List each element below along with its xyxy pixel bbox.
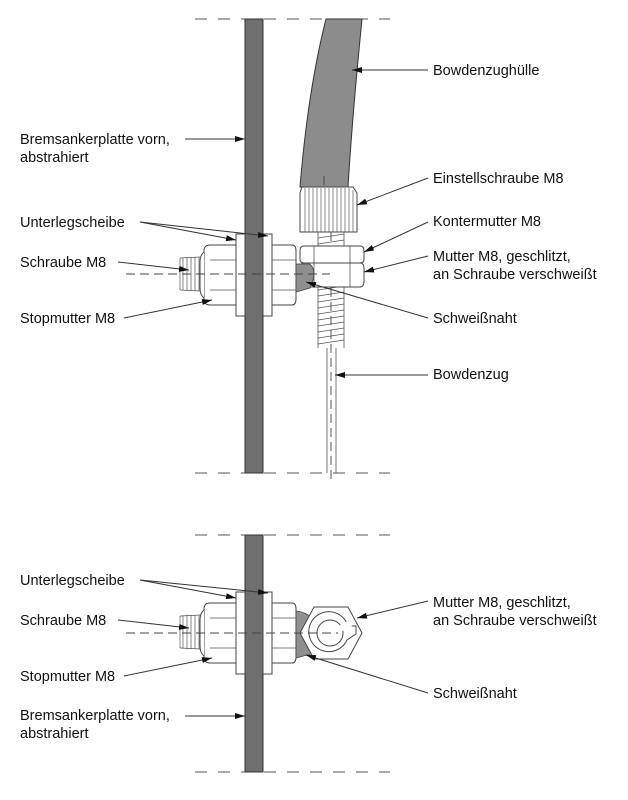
brake-anchor-plate <box>244 18 264 474</box>
bottom-view <box>126 534 390 773</box>
label-slotted-nut-1: Mutter M8, geschlitzt, <box>433 249 571 265</box>
bottom-annotations: Unterlegscheibe Schraube M8 Mutter M8, g… <box>20 573 597 742</box>
washer-right <box>262 233 273 317</box>
label-slotted-nut-2a: Mutter M8, geschlitzt, <box>433 595 571 611</box>
bolt-head-nut <box>271 244 297 306</box>
label-stop-nut: Stopmutter M8 <box>20 311 115 327</box>
label-cable: Bowdenzug <box>433 367 509 383</box>
lock-nut <box>299 245 365 264</box>
bowden-cable <box>326 348 337 473</box>
label-slotted-nut-2b: an Schraube verschweißt <box>433 613 597 629</box>
label-washer-2: Unterlegscheibe <box>20 573 125 589</box>
label-bolt: Schraube M8 <box>20 255 106 271</box>
cable-housing <box>299 18 363 188</box>
bolt-thread-2 <box>179 614 201 650</box>
adjusting-screw <box>299 186 358 233</box>
top-view <box>126 18 390 480</box>
brake-anchor-plate-2 <box>244 534 264 773</box>
washer-left <box>235 233 246 317</box>
label-weld: Schweißnaht <box>433 311 517 327</box>
label-slotted-nut-2: an Schraube verschweißt <box>433 267 597 283</box>
label-lock-nut: Kontermutter M8 <box>433 214 541 230</box>
stop-nut <box>199 244 237 306</box>
label-adjust-screw: Einstellschraube M8 <box>433 171 564 187</box>
label-plate-1: Bremsankerplatte vorn, <box>20 132 170 148</box>
label-bolt-2: Schraube M8 <box>20 613 106 629</box>
weld-seam <box>295 263 315 293</box>
label-plate-2a: Bremsankerplatte vorn, <box>20 708 170 724</box>
adjusting-screw-thread <box>317 232 345 480</box>
label-plate-2b: abstrahiert <box>20 726 89 742</box>
top-annotations: Bowdenzughülle Bremsankerplatte vorn, ab… <box>20 63 597 383</box>
label-housing: Bowdenzughülle <box>433 63 539 79</box>
label-plate-2: abstrahiert <box>20 150 89 166</box>
label-weld-2: Schweißnaht <box>433 686 517 702</box>
label-stop-nut-2: Stopmutter M8 <box>20 669 115 685</box>
label-washer: Unterlegscheibe <box>20 215 125 231</box>
